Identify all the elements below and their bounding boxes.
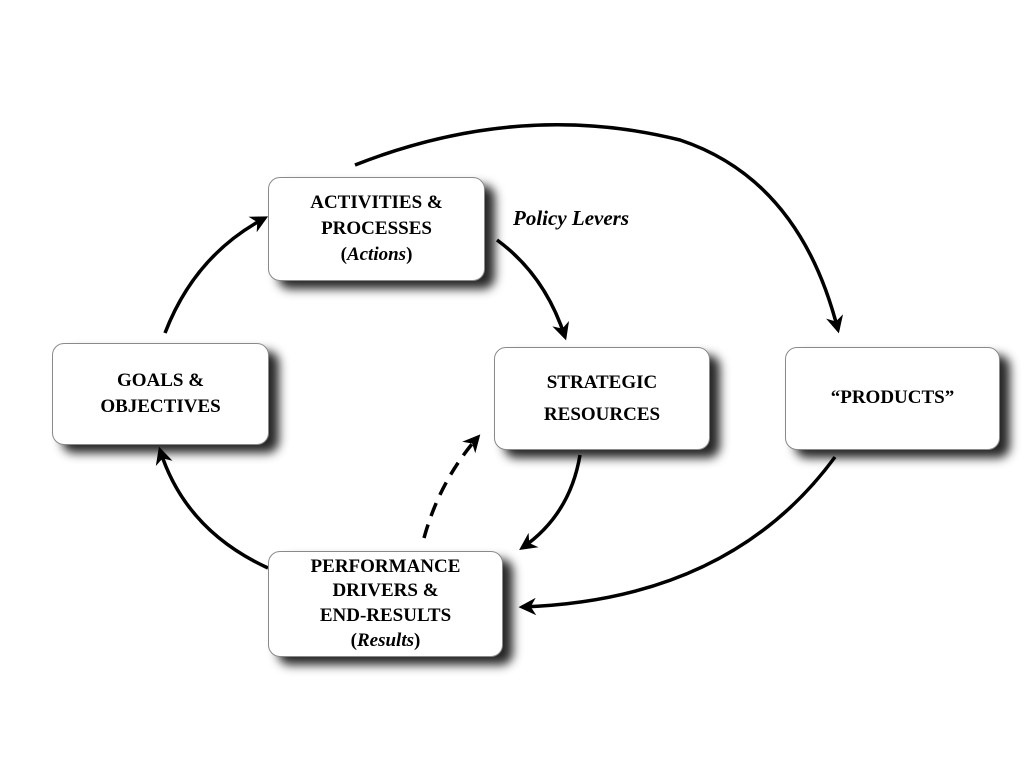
strategic-line2: RESOURCES [543, 403, 661, 425]
goals-objectives-box: GOALS & OBJECTIVES [52, 343, 269, 445]
arrow-strategic-to-performance [519, 454, 582, 550]
products-line1: “PRODUCTS” [830, 387, 955, 409]
performance-line2: DRIVERS & [332, 580, 439, 602]
performance-box: PERFORMANCE DRIVERS & END-RESULTS (Resul… [268, 551, 503, 657]
products-box: “PRODUCTS” [785, 347, 1000, 450]
paren-open: ( [340, 244, 347, 266]
performance-line4: (Results) [351, 629, 421, 654]
performance-line3: END-RESULTS [319, 605, 452, 626]
activities-line1: ACTIVITIES & [310, 191, 443, 213]
paren-close: ) [406, 244, 413, 266]
activities-line3: (Actions) [341, 242, 413, 268]
activities-line2: PROCESSES [321, 217, 432, 239]
arrow-performance-to-strategic-dashed [422, 434, 481, 539]
strategic-line1: STRATEGIC [546, 372, 658, 394]
paren-open: ( [350, 629, 357, 651]
actions-label: Actions [346, 244, 407, 266]
strategic-resources-box: STRATEGIC RESOURCES [494, 347, 710, 450]
arrow-goals-to-activities [163, 216, 269, 334]
arrow-activities-to-products [354, 123, 844, 334]
arrow-activities-to-strategic [495, 238, 570, 341]
goals-line1: GOALS & [116, 369, 205, 391]
performance-line1: PERFORMANCE [310, 555, 461, 577]
paren-close: ) [414, 629, 421, 651]
goals-line2: OBJECTIVES [100, 396, 221, 417]
policy-levers-label: Policy Levers [513, 206, 630, 230]
activities-processes-box: ACTIVITIES & PROCESSES (Actions) [268, 177, 485, 281]
arrow-performance-to-goals [155, 446, 269, 570]
arrow-products-to-performance [518, 455, 837, 616]
results-label: Results [356, 629, 415, 651]
